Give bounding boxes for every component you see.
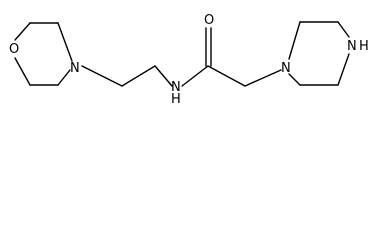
- bond-morph-o-upper-c: [14, 22, 31, 41]
- piperazine-nh-nitrogen-label: N: [347, 39, 357, 54]
- bond-ch2-piperazine-n: [244, 69, 282, 87]
- morpholine-ring: [14, 22, 73, 86]
- bond-nh-carbonyl-c: [181, 65, 209, 87]
- bond-pip-c-nh: [337, 21, 350, 38]
- bond-ch2-nh: [154, 65, 173, 87]
- ethyl-linker: [81, 65, 173, 87]
- piperazine-nh-hydrogen-label: H: [359, 39, 369, 54]
- amide-group: [181, 27, 282, 87]
- piperazine-ring: [288, 21, 350, 86]
- bond-morph-c-n-upper: [57, 22, 73, 62]
- chemical-structure: O N N H O N N H: [9, 13, 369, 103]
- bond-morph-c-o-lower: [14, 57, 31, 86]
- amide-nitrogen-label: N: [171, 80, 181, 95]
- bond-c-ch2: [207, 65, 246, 87]
- bond-ch2-ch2: [121, 65, 156, 87]
- piperazine-nitrogen-label: N: [281, 61, 291, 76]
- carbonyl-oxygen-label: O: [204, 13, 214, 28]
- bond-n-ch2: [81, 65, 123, 87]
- morpholine-oxygen-label: O: [9, 42, 19, 57]
- amide-hydrogen-label: H: [171, 92, 181, 103]
- bond-pip-n-upper-c: [288, 21, 301, 60]
- bond-pip-c-n-lower: [288, 73, 301, 86]
- morpholine-nitrogen-label: N: [70, 61, 80, 76]
- bond-pip-nh-c: [337, 53, 350, 86]
- bond-morph-n-lower-c: [57, 69, 71, 86]
